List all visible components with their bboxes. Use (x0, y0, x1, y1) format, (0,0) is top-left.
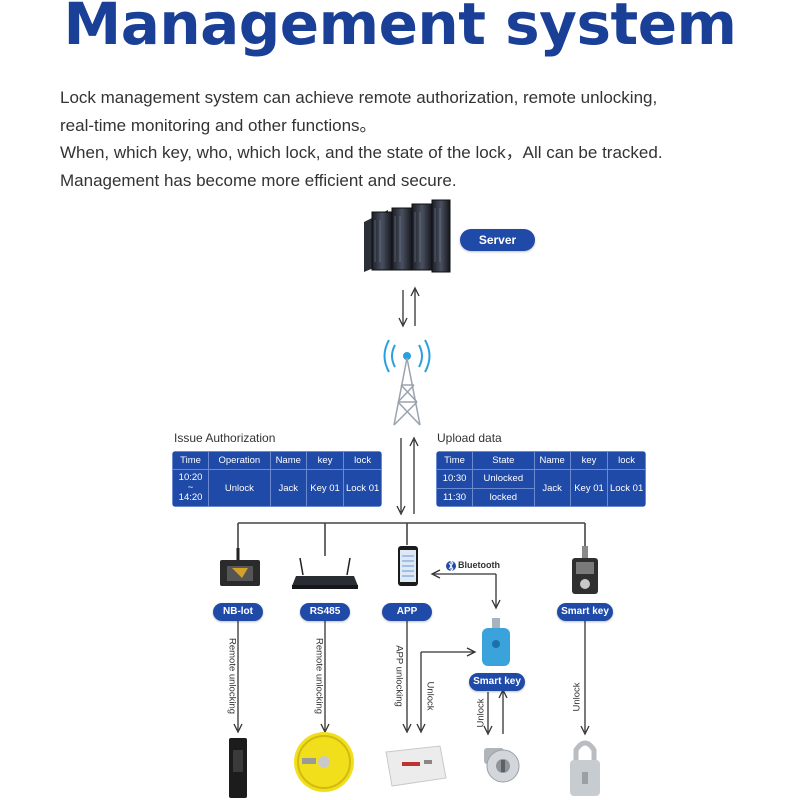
nbiot-gateway-icon (220, 548, 260, 586)
smart-key-right-label: Smart key (557, 603, 613, 621)
box-lock-icon (385, 745, 447, 787)
unlock-label-3: Unlock (571, 682, 583, 712)
upload-data-table: Time State Name key lock 10:30 Unlocked … (436, 451, 646, 507)
table-cell: Lock 01 (607, 469, 646, 507)
bluetooth-link (430, 569, 501, 610)
issue-authorization-table: Time Operation Name key lock 10:20 ~ 14:… (172, 451, 382, 507)
table-cell: 11:30 (436, 487, 474, 507)
tower-icon (383, 339, 431, 426)
server-icon (364, 199, 451, 273)
table-header: Name (269, 451, 307, 470)
table-cell: Unlocked (472, 469, 535, 489)
table-header: lock (343, 451, 382, 470)
bluetooth-icon (446, 559, 456, 573)
cabinet-lock-icon (229, 738, 247, 798)
padlock-icon (570, 740, 600, 796)
server-label: Server (460, 229, 535, 251)
table-header: State (472, 451, 535, 470)
upload-data-caption: Upload data (437, 431, 502, 445)
rs485-label: RS485 (300, 603, 350, 621)
table-cell: Jack (533, 469, 571, 507)
table-cell: Unlock (208, 469, 271, 507)
table-header: lock (607, 451, 646, 470)
remote-unlocking-label-1: Remote unlocking (226, 637, 238, 715)
smart-key-mid-label: Smart key (469, 673, 525, 691)
lock-links (233, 620, 590, 736)
cylinder-lock-icon (484, 748, 520, 783)
page-title: Management system (63, 0, 737, 58)
table-cell: Key 01 (305, 469, 345, 507)
table-header: key (305, 451, 345, 470)
time-end: 14:20 (178, 492, 203, 503)
issue-authorization-caption: Issue Authorization (174, 431, 276, 445)
distribution-bus (237, 522, 586, 556)
app-label: APP (382, 603, 432, 621)
table-cell: 10:30 (436, 469, 474, 489)
blue-smart-key-icon (482, 618, 510, 666)
round-lock-icon (294, 732, 354, 792)
table-cell: Lock 01 (343, 469, 382, 507)
description-line: Lock management system can achieve remot… (60, 88, 658, 107)
tower-bus-arrows (396, 436, 419, 516)
table-header: key (569, 451, 609, 470)
server-tower-arrows (398, 286, 420, 328)
app-unlocking-label: APP unlocking (393, 645, 405, 707)
remote-unlocking-label-2: Remote unlocking (313, 637, 325, 715)
description-line: Management has become more efficient and… (60, 170, 457, 190)
unlock-label-2: Unlock (475, 698, 487, 728)
table-cell: Jack (269, 469, 307, 507)
time-start: 10:20 (178, 472, 203, 483)
table-header: Operation (208, 451, 271, 470)
table-header: Time (172, 451, 210, 470)
smart-key-device-icon (572, 546, 598, 594)
table-cell: Key 01 (569, 469, 609, 507)
time-separator: ~ (187, 482, 194, 493)
table-cell-time: 10:20 ~ 14:20 (172, 469, 210, 507)
phone-icon (398, 546, 418, 586)
table-header: Name (533, 451, 571, 470)
description: Lock management system can achieve remot… (60, 84, 780, 194)
nbiot-label: NB-lot (213, 603, 263, 621)
description-line: real-time monitoring and other functions… (60, 115, 377, 135)
table-header: Time (436, 451, 474, 470)
unlock-label-1: Unlock (424, 681, 436, 711)
table-cell: locked (472, 487, 535, 507)
description-line: When, which key, who, which lock, and th… (60, 143, 663, 162)
rs485-router-icon (292, 557, 358, 589)
bluetooth-label: Bluetooth (458, 560, 500, 570)
